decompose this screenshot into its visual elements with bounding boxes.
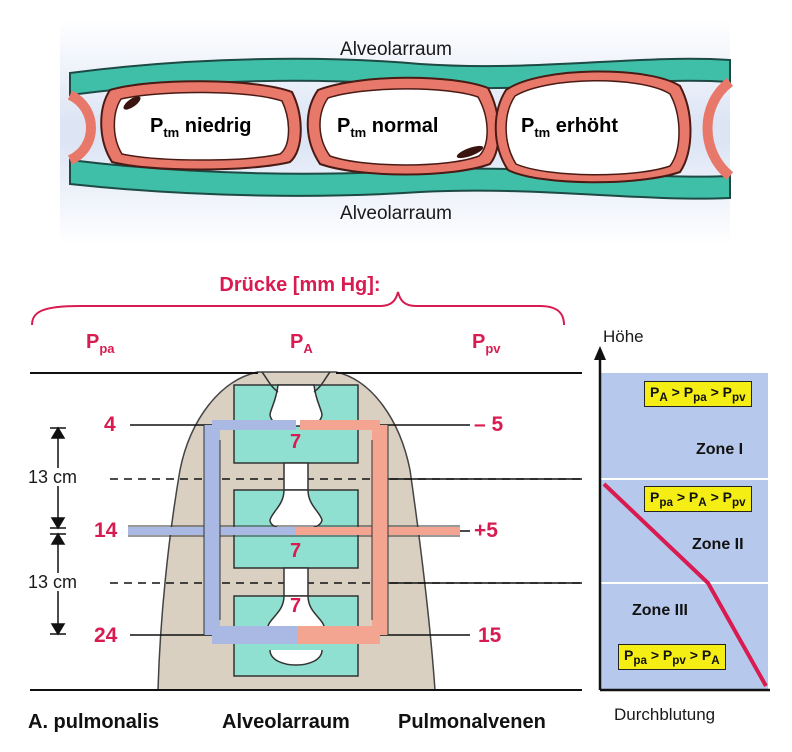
pressure-brace — [31, 291, 565, 326]
alveolar-value-middle: 7 — [290, 540, 302, 562]
zone-3-relation: Ppa > Ppv > PA — [618, 644, 726, 670]
distance-label-2: 13 cm — [26, 572, 80, 592]
lower-septum-wall — [69, 158, 731, 200]
capillary-normal — [306, 76, 500, 176]
capillary-label-niedrig: Ptm niedrig — [150, 115, 252, 140]
venous-value-middle: +5 — [474, 519, 498, 542]
capillary-niedrig — [100, 80, 302, 171]
y-axis-arrow — [594, 346, 606, 360]
y-axis-label: Höhe — [603, 327, 644, 346]
zone-2-label: Zone II — [692, 536, 744, 553]
header-pa: PA — [290, 331, 313, 356]
header-ppv: Ppv — [472, 331, 501, 356]
zone-2-relation: Ppa > PA > Ppv — [644, 486, 752, 512]
arterial-value-top: 4 — [104, 413, 116, 436]
capillary-edge-left — [67, 90, 96, 165]
distance-label-1: 13 cm — [26, 467, 80, 487]
alveolar-value-bottom: 7 — [290, 595, 302, 617]
venous-vessels — [296, 420, 460, 644]
arterial-value-middle: 14 — [94, 519, 118, 542]
x-axis-label: Durchblutung — [614, 705, 716, 724]
zone-1-relation: PA > Ppa > Ppv — [644, 381, 752, 407]
zone-1-label: Zone I — [696, 441, 744, 458]
header-ppa: Ppa — [86, 331, 115, 356]
venous-value-bottom: 15 — [478, 624, 502, 647]
zone-3-label: Zone III — [632, 602, 688, 619]
pressures-title: Drücke [mm Hg]: — [219, 274, 381, 296]
capillary-erhoeht — [494, 70, 692, 184]
distance-arrows — [50, 426, 66, 636]
venous-value-top: – 5 — [474, 413, 504, 436]
label-a-pulmonalis: A. pulmonalis — [28, 711, 160, 733]
arterial-value-bottom: 24 — [94, 624, 118, 647]
capillary-label-erhoeht: Ptm erhöht — [521, 115, 619, 140]
blood-flow-curve — [602, 482, 768, 687]
capillary-label-normal: Ptm normal — [337, 115, 439, 140]
alveolar-value-top: 7 — [290, 431, 302, 453]
capillary-edge-right — [702, 77, 734, 180]
alveolar-label-bottom: Alveolarraum — [340, 203, 452, 224]
alveolar-label-top: Alveolarraum — [340, 39, 452, 60]
arterial-vessels — [128, 420, 300, 644]
label-pulmonalvenen: Pulmonalvenen — [398, 711, 546, 733]
label-alveolarraum: Alveolarraum — [222, 711, 350, 733]
